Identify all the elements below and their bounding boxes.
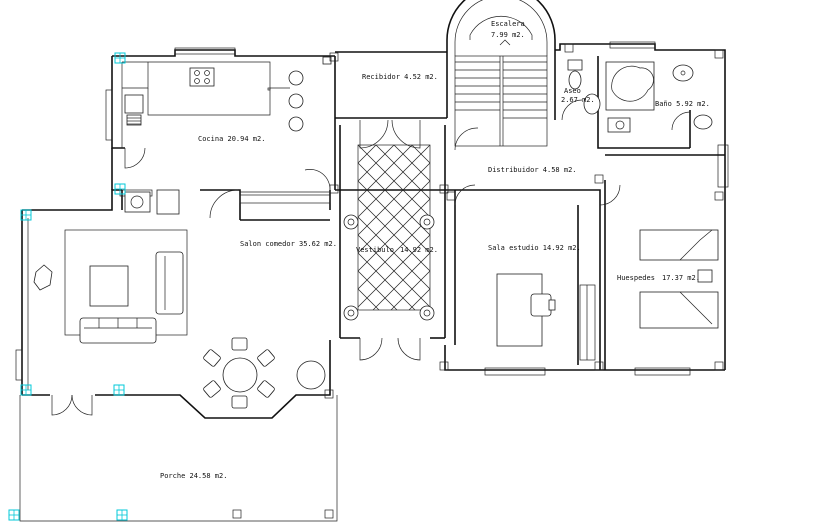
label-escalera-name: Escalera: [491, 20, 525, 28]
label-escalera-area: 7.99 m2.: [491, 31, 525, 39]
staircase: [454, 15, 548, 147]
label-vestibulo-name: Vestibulo: [356, 246, 394, 254]
vestibule-floor: [343, 144, 435, 321]
room-labels: Escalera 7.99 m2. Recibidor 4.52 m2. Ase…: [160, 20, 710, 480]
label-aseo-name: Aseo: [564, 87, 581, 95]
salon-furniture: [33, 229, 326, 409]
label-huespedes-name: Huespedes: [617, 274, 655, 282]
label-salon-comedor: Salon comedor 35.62 m2.: [240, 240, 337, 248]
label-bano: Baño 5.92 m2.: [655, 100, 710, 108]
label-distribuidor: Distribuidor 4.58 m2.: [488, 166, 577, 174]
study-bedroom-furniture: [496, 229, 719, 347]
column-markers: [8, 52, 128, 521]
label-porche: Porche 24.58 m2.: [160, 472, 227, 480]
windows: [15, 41, 691, 381]
kitchen-fixtures: [121, 56, 332, 215]
label-recibidor: Recibidor 4.52 m2.: [362, 73, 438, 81]
doors: [51, 99, 691, 416]
label-vestibulo-area: 14.92 m2.: [400, 246, 438, 254]
interior-walls: [111, 56, 725, 370]
label-sala-estudio: Sala estudio 14.92 m2.: [488, 244, 581, 252]
label-huespedes-area: 17.37 m2.: [662, 274, 700, 282]
label-aseo-area: 2.67 m2.: [561, 96, 595, 104]
structural-columns: [232, 43, 724, 519]
bathroom-fixtures: [567, 59, 713, 133]
label-cocina: Cocina 20.94 m2.: [198, 135, 265, 143]
